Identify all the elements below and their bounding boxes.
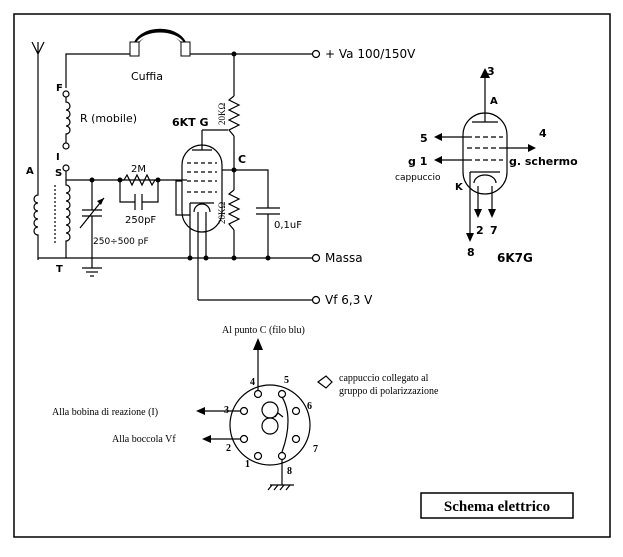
tube-pin-8: 8 [467, 246, 475, 259]
tube-socket: Al punto C (filo blu) cappuccio collegat… [52, 325, 439, 491]
grid-leak-resistor [120, 173, 158, 187]
capacitor-01uf [234, 169, 280, 258]
socket-pin-7: 7 [313, 444, 318, 455]
headphone-icon [129, 28, 191, 57]
socket-label-top: Al punto C (filo blu) [222, 325, 305, 336]
label-massa: Massa [325, 251, 363, 265]
outer-frame [13, 13, 611, 538]
title-box: Schema elettrico [420, 492, 574, 519]
label-pin-t: T [56, 264, 63, 275]
tube-symbol-6k7g: 3 A 5 4 g 1 cappuccio g. schermo K 2 7 8… [395, 65, 578, 265]
va-wire [65, 53, 313, 88]
antenna-icon [31, 41, 45, 165]
reaction-coil [65, 96, 71, 144]
socket-label-cap-1: cappuccio collegato al [339, 373, 429, 384]
socket-label-left-2: Alla boccola Vf [112, 434, 176, 445]
node-f [62, 90, 70, 98]
vf-terminal [311, 295, 321, 305]
label-vf: Vf 6,3 V [325, 293, 373, 307]
label-pin-a: A [26, 166, 34, 177]
label-pin-s: S [55, 168, 62, 179]
grid-capacitor [119, 180, 159, 210]
label-r2: 20KΩ [217, 202, 227, 224]
tube-pin-k: K [455, 182, 464, 193]
main-circuit: Cuffia + Va 100/150V Massa Vf 6,3 V F I … [26, 28, 416, 307]
socket-pin-3: 3 [224, 405, 229, 416]
tube-pin-3: 3 [487, 65, 495, 78]
label-r1: 20KΩ [217, 103, 227, 125]
label-tube-main: 6KT G [172, 116, 209, 129]
title-text: Schema elettrico [444, 499, 550, 515]
antenna-coil [33, 165, 39, 260]
variable-capacitor [79, 180, 105, 258]
socket-label-cap-2: gruppo di polarizzazione [339, 386, 439, 397]
tube-pin-g1: g 1 [408, 155, 427, 168]
tube-6ktg [175, 130, 223, 300]
tube-pin-a: A [490, 96, 498, 107]
tuning-coil [65, 170, 71, 258]
resistor-20k-upper [227, 95, 241, 137]
label-r-mobile: R (mobile) [80, 112, 137, 125]
tube-pin-4: 4 [539, 127, 547, 140]
tube-pin-2: 2 [476, 224, 484, 237]
node-i [62, 142, 70, 150]
label-2m: 2M [131, 164, 146, 175]
label-pin-i: I [56, 152, 60, 163]
label-va: + Va 100/150V [325, 47, 416, 61]
node-s [62, 164, 70, 172]
massa-terminal [311, 253, 321, 263]
socket-pin-2: 2 [226, 443, 231, 454]
socket-label-left-1: Alla bobina di reazione (I) [52, 407, 158, 418]
ground-icon [82, 258, 102, 277]
tube-name: 6K7G [497, 251, 533, 265]
resistor-20k-lower [227, 189, 241, 231]
socket-pin-6: 6 [307, 401, 312, 412]
tube-pin-5: 5 [420, 132, 428, 145]
label-250pf: 250pF [125, 215, 156, 226]
label-01uf: 0,1uF [274, 220, 302, 231]
socket-pin-5: 5 [284, 375, 289, 386]
va-terminal [311, 49, 321, 59]
label-cuffia: Cuffia [131, 70, 163, 83]
tube-label-schermo: g. schermo [509, 155, 578, 168]
label-pin-f: F [56, 83, 63, 94]
socket-pin-8: 8 [287, 466, 292, 477]
label-point-c: C [238, 153, 246, 166]
socket-pin-4: 4 [250, 377, 255, 388]
label-var-cap: 250÷500 pF [93, 237, 149, 247]
tube-label-cappuccio: cappuccio [395, 173, 441, 183]
tube-pin-7: 7 [490, 224, 498, 237]
socket-pin-1: 1 [245, 459, 250, 470]
